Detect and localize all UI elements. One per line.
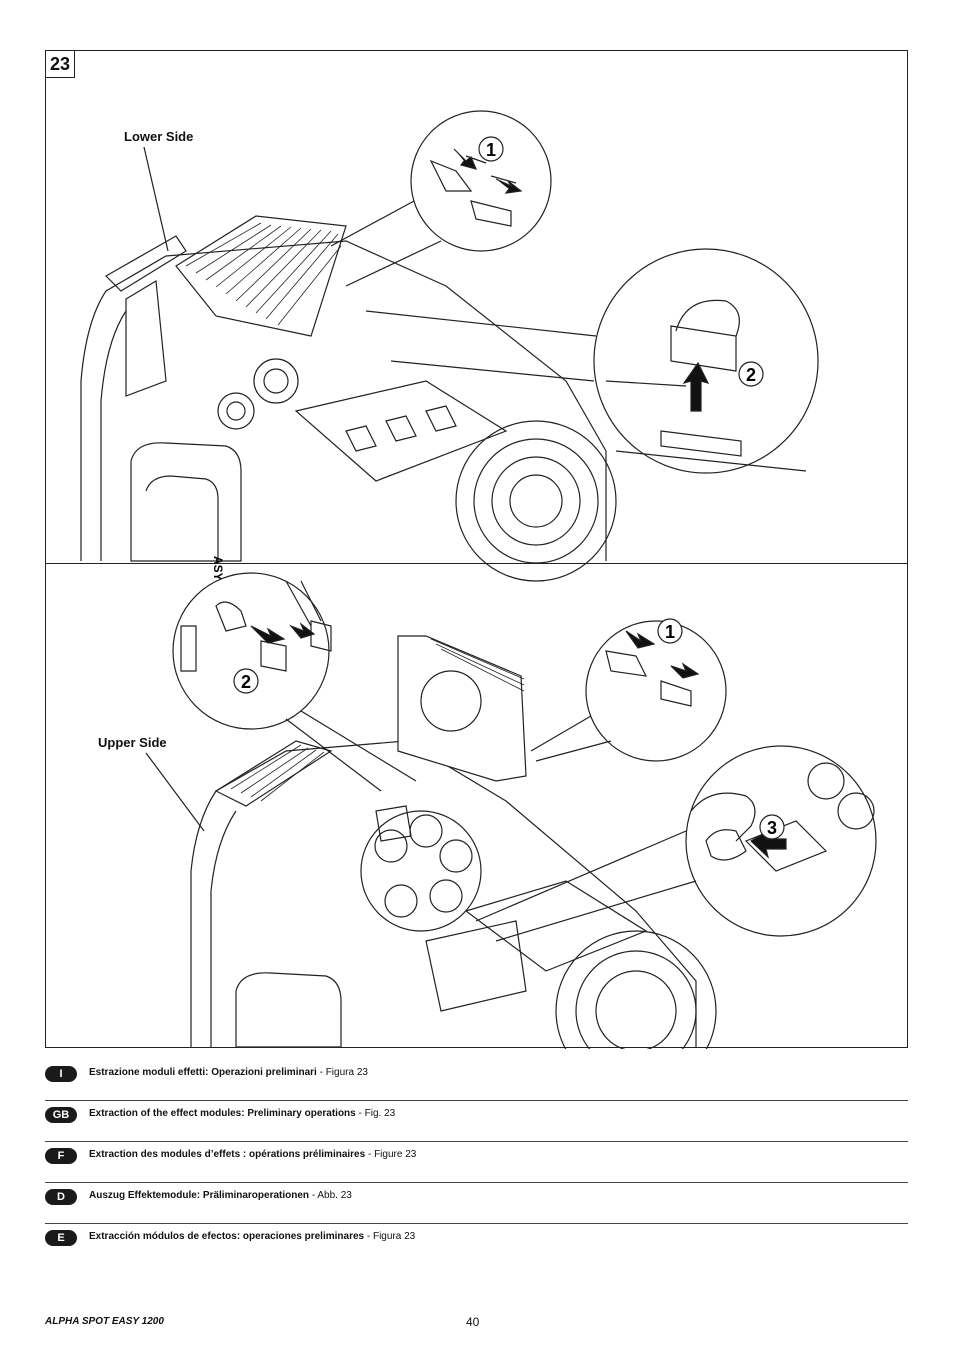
caption-row-it: I Estrazione moduli effetti: Operazioni … [45,1060,908,1101]
lang-badge-fr: F [45,1148,77,1164]
caption-text-it: Estrazione moduli effetti: Operazioni pr… [89,1067,368,1078]
upper-side-label: Upper Side [98,735,167,750]
caption-row-fr: F Extraction des modules d’effets : opér… [45,1142,908,1183]
caption-text-es: Extracción módulos de efectos: operacion… [89,1231,416,1242]
caption-row-gb: GB Extraction of the effect modules: Pre… [45,1101,908,1142]
caption-row-de: D Auszug Effektemodule: Präliminaroperat… [45,1183,908,1224]
product-name: ALPHA SPOT EASY 1200 [45,1316,164,1327]
caption-list: I Estrazione moduli effetti: Operazioni … [45,1060,908,1264]
caption-text-de: Auszug Effektemodule: Präliminaroperatio… [89,1190,352,1201]
lang-badge-gb: GB [45,1107,77,1123]
page-number: 40 [466,1315,480,1329]
figure-23: 23 Lower Side Upper Side [45,50,908,1049]
figure-number: 23 [46,51,75,78]
callout-bottom-3: 3 [767,818,777,838]
caption-row-es: E Extracción módulos de efectos: operaci… [45,1224,908,1264]
lang-badge-it: I [45,1066,77,1082]
lower-side-label: Lower Side [124,129,194,144]
callout-bottom-1: 1 [665,622,675,642]
device-text: ASY [211,556,225,581]
lang-badge-de: D [45,1189,77,1205]
caption-text-fr: Extraction des modules d’effets : opérat… [89,1149,417,1160]
callout-top-1: 1 [486,140,496,160]
panel-divider [46,563,907,564]
callout-top-2: 2 [746,365,756,385]
lang-badge-es: E [45,1230,77,1246]
callout-bottom-2: 2 [241,672,251,692]
caption-text-gb: Extraction of the effect modules: Prelim… [89,1108,396,1119]
technical-illustration: 1 2 ASY [80,110,877,1049]
